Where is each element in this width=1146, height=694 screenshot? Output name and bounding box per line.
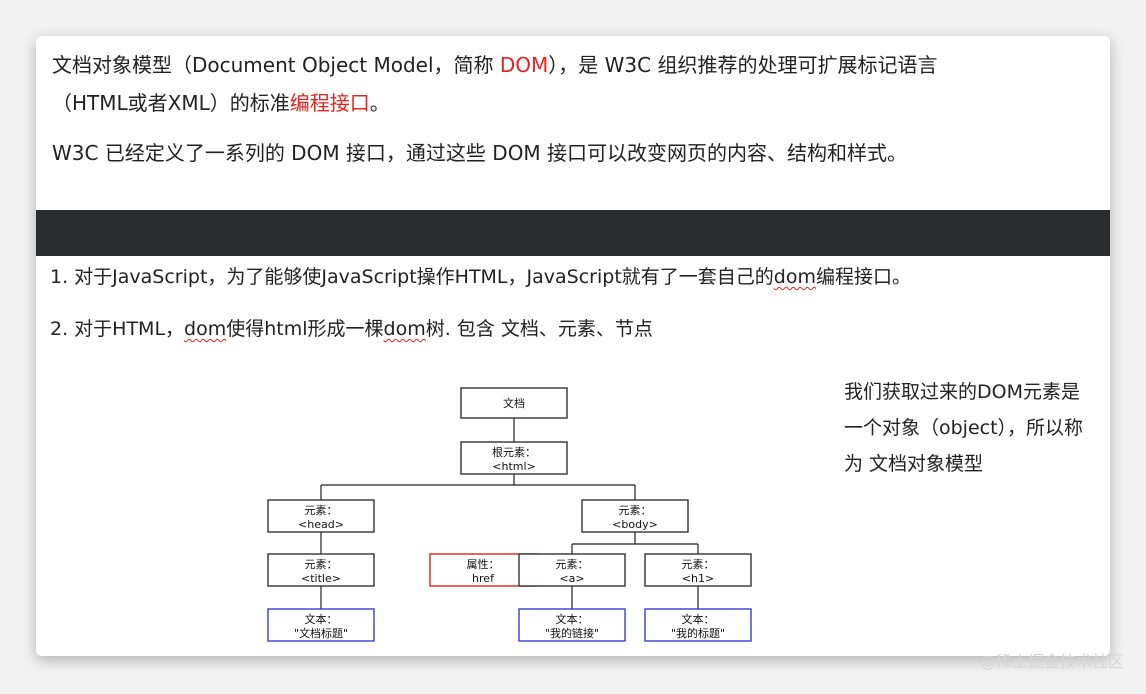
node-title — [267, 553, 375, 587]
node-root-html — [460, 441, 568, 475]
list-text: 1. 对于JavaScript，为了能够使JavaScript操作HTML，Ja… — [50, 266, 774, 288]
node-label: 根元素： — [492, 445, 536, 459]
intro-paragraph-2: W3C 已经定义了一系列的 DOM 接口，通过这些 DOM 接口可以改变网页的内… — [52, 141, 908, 165]
intro-section: 文档对象模型（Document Object Model，简称 DOM），是 W… — [52, 46, 1096, 172]
node-label: <title> — [301, 572, 341, 585]
node-label: <html> — [492, 460, 536, 473]
node-label: <a> — [559, 572, 584, 585]
node-label: 元素： — [619, 504, 652, 517]
node-label: 文本： — [305, 612, 338, 626]
node-text-link — [518, 608, 626, 642]
intro-text: 。 — [369, 91, 390, 115]
content-card: 文档对象模型（Document Object Model，简称 DOM），是 W… — [36, 36, 1110, 656]
node-label: <head> — [298, 518, 344, 531]
node-label: 文本： — [682, 612, 715, 626]
intro-text: （HTML或者XML）的标准 — [52, 91, 290, 115]
node-head — [267, 499, 375, 533]
points-list: 1. 对于JavaScript，为了能够使JavaScript操作HTML，Ja… — [50, 262, 1100, 344]
intro-text: 文档对象模型（Document Object Model，简称 — [52, 53, 500, 77]
node-text-title — [267, 608, 375, 642]
node-label: 元素： — [305, 504, 338, 517]
spellcheck-word: dom — [773, 266, 816, 288]
node-label: "文档标题" — [294, 626, 348, 640]
programming-interface-highlight: 编程接口 — [289, 91, 370, 115]
list-text: 使得html形成一棵 — [226, 318, 384, 340]
list-item: 2. 对于HTML，dom使得html形成一棵dom树. 包含 文档、元素、节点 — [50, 314, 1100, 344]
node-label: href — [472, 572, 495, 585]
node-label: 元素： — [682, 558, 715, 571]
node-label: 属性： — [467, 557, 500, 571]
node-label: "我的链接" — [545, 626, 599, 640]
dom-highlight: DOM — [499, 53, 549, 77]
list-item: 1. 对于JavaScript，为了能够使JavaScript操作HTML，Ja… — [50, 262, 1100, 292]
divider-band — [36, 210, 1110, 256]
side-note-line: 为 文档对象模型 — [844, 453, 984, 475]
side-note-line: 我们获取过来的DOM元素是 — [844, 381, 1080, 403]
node-label: 文本： — [556, 612, 589, 626]
list-text: 2. 对于HTML， — [50, 318, 185, 340]
side-note: 我们获取过来的DOM元素是 一个对象（object），所以称 为 文档对象模型 — [844, 374, 1104, 482]
node-label: <body> — [612, 518, 658, 531]
intro-paragraph-1: 文档对象模型（Document Object Model，简称 DOM），是 W… — [52, 46, 1096, 122]
node-text-heading — [644, 608, 752, 642]
node-label: 文档 — [503, 396, 525, 410]
dom-tree-diagram: 文档 根元素： <html> 元素： <head> 元素： <body> 元素：… — [267, 387, 752, 642]
list-text: 树. 包含 文档、元素、节点 — [425, 318, 653, 340]
list-text: 编程接口。 — [815, 266, 911, 288]
node-label: 元素： — [305, 558, 338, 571]
node-document — [460, 387, 568, 419]
node-label: <h1> — [682, 572, 714, 585]
node-a — [518, 553, 626, 587]
spellcheck-word: dom — [383, 318, 426, 340]
node-body — [581, 499, 689, 533]
node-label: "我的标题" — [671, 626, 725, 640]
watermark: @稀土掘金技术社区 — [979, 652, 1124, 671]
side-note-line: 一个对象（object），所以称 — [844, 417, 1084, 439]
node-h1 — [644, 553, 752, 587]
spellcheck-word: dom — [184, 318, 227, 340]
node-label: 元素： — [556, 558, 589, 571]
intro-text: ），是 W3C 组织推荐的处理可扩展标记语言 — [548, 53, 938, 77]
